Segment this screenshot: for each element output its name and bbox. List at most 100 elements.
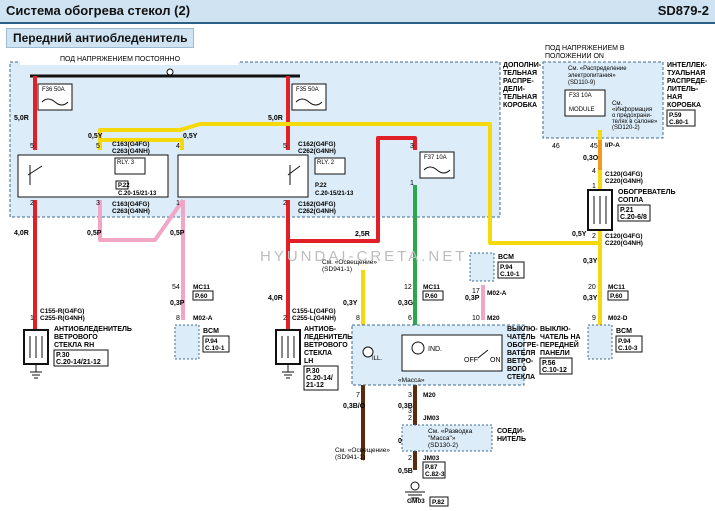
- svg-text:P.94: P.94: [500, 264, 513, 271]
- svg-text:8: 8: [176, 315, 180, 322]
- nozzle-heater: [587, 189, 613, 231]
- page-code: SD879-2: [657, 3, 709, 18]
- pin-numbers: 5 5 2 3 1 5 4 2 3 1 46 45 1 2 54 8 12 6 …: [30, 143, 598, 462]
- svg-text:GM03: GM03: [407, 498, 425, 505]
- svg-text:C120(G4FG): C120(G4FG): [605, 171, 643, 178]
- svg-text:ВЕТРО-: ВЕТРО-: [507, 358, 534, 365]
- svg-text:СОПЛА: СОПЛА: [618, 197, 643, 204]
- svg-text:0,5Y: 0,5Y: [183, 133, 198, 140]
- svg-text:1: 1: [30, 315, 34, 322]
- svg-text:ДЕЛИ-: ДЕЛИ-: [503, 86, 526, 93]
- svg-text:2: 2: [30, 200, 34, 207]
- svg-text:F36 50A: F36 50A: [42, 87, 65, 93]
- svg-text:46: 46: [552, 143, 560, 150]
- svg-text:P.60: P.60: [195, 293, 208, 300]
- svg-text:P.60: P.60: [610, 293, 623, 300]
- svg-text:0,5Y: 0,5Y: [88, 133, 103, 140]
- svg-text:P.94: P.94: [618, 338, 631, 345]
- svg-text:6: 6: [408, 315, 412, 322]
- svg-text:M02-A: M02-A: [193, 315, 213, 322]
- svg-text:P.22: P.22: [118, 183, 130, 189]
- svg-text:3: 3: [410, 143, 414, 150]
- svg-text:0,3G: 0,3G: [398, 300, 414, 307]
- wire-pink-1: [98, 198, 185, 242]
- svg-text:ВОГО: ВОГО: [507, 366, 527, 373]
- svg-text:электропитания»: электропитания»: [568, 73, 616, 79]
- svg-text:ВЫКЛЮ-: ВЫКЛЮ-: [507, 326, 538, 333]
- svg-text:MC11: MC11: [193, 284, 210, 291]
- svg-text:JM03: JM03: [423, 415, 440, 422]
- svg-text:P.56: P.56: [542, 360, 556, 367]
- deicer-lh-label: АНТИОБ- ЛЕДЕНИТЕЛЬ ВЕТРОВОГО СТЕКЛА LH P…: [303, 326, 352, 391]
- section-title: Передний антиобледенитель: [6, 28, 195, 48]
- svg-text:ЛИТЕЛЬ-: ЛИТЕЛЬ-: [667, 86, 699, 93]
- svg-text:ИНТЕЛЛЕК-: ИНТЕЛЛЕК-: [667, 62, 708, 69]
- svg-text:C.10-1: C.10-1: [205, 345, 225, 352]
- bus-node: [166, 68, 174, 76]
- svg-text:ТУАЛЬНАЯ: ТУАЛЬНАЯ: [667, 70, 705, 77]
- svg-text:КОРОБКА: КОРОБКА: [503, 102, 537, 109]
- svg-text:2: 2: [408, 415, 412, 422]
- svg-text:КОРОБКА: КОРОБКА: [667, 102, 701, 109]
- svg-text:(SD941-1): (SD941-1): [335, 454, 365, 461]
- svg-text:См. «Распределение: См. «Распределение: [568, 66, 627, 72]
- lighting-notes: См. «Освещение» (SD941-1) См. «Освещение…: [322, 259, 390, 461]
- nozzle-heater-label: ОБОГРЕВАТЕЛЬ СОПЛА P.21 C.20-6/8: [617, 189, 676, 222]
- svg-text:C120(G4FG): C120(G4FG): [605, 233, 643, 240]
- power-always-label: ПОД НАПРЯЖЕНИЕМ ПОСТОЯННО: [60, 56, 181, 63]
- svg-text:АНТИОБЛЕДЕНИТЕЛЬ: АНТИОБЛЕДЕНИТЕЛЬ: [54, 326, 132, 333]
- svg-text:7: 7: [356, 392, 360, 399]
- svg-text:C263(G4NH): C263(G4NH): [112, 148, 150, 155]
- svg-text:ВЕТРОВОГО: ВЕТРОВОГО: [54, 334, 98, 341]
- smart-junction-label: ИНТЕЛЛЕК- ТУАЛЬНАЯ РАСПРЕДЕ- ЛИТЕЛЬ- НАЯ…: [667, 62, 708, 109]
- wire-yellow-bridge: [98, 138, 184, 150]
- svg-text:20: 20: [588, 284, 596, 291]
- watermark: HYUNDAI-CRETA.NET: [260, 248, 467, 265]
- switch-label: ВЫКЛЮ- ЧАТЕЛЬ НА ПЕРЕДНЕЙ ПАНЕЛИ P.56 C.…: [539, 326, 581, 375]
- svg-text:0,5B: 0,5B: [398, 468, 413, 475]
- connector-refs: P.60 P.60 P.60 P.87 C.82-3 P.82: [192, 290, 629, 507]
- svg-text:5: 5: [30, 143, 34, 150]
- svg-text:(SD130-2): (SD130-2): [428, 442, 458, 449]
- svg-text:RLY. 3: RLY. 3: [117, 160, 135, 166]
- svg-text:См.: См.: [612, 101, 622, 107]
- fuse-f37: F37 10A: [419, 151, 455, 179]
- svg-text:P.30: P.30: [56, 352, 70, 359]
- svg-text:C.20-15/21-13: C.20-15/21-13: [118, 191, 157, 197]
- power-on-label-2: ПОЛОЖЕНИИ ON: [545, 53, 604, 60]
- power-on-label-1: ПОД НАПРЯЖЕНИЕМ В: [545, 45, 625, 52]
- svg-text:BCM: BCM: [498, 254, 514, 261]
- svg-text:F33 10A: F33 10A: [569, 93, 592, 99]
- svg-text:0,5P: 0,5P: [170, 230, 185, 237]
- svg-text:0,3O: 0,3O: [583, 155, 599, 162]
- svg-text:ДОПОЛНИ-: ДОПОЛНИ-: [503, 62, 542, 69]
- svg-text:C163(G4FG): C163(G4FG): [112, 201, 150, 208]
- fuse-f35: F35 50A: [291, 83, 327, 111]
- svg-text:См. «Разводка: См. «Разводка: [428, 428, 473, 435]
- svg-text:"Масса"»: "Масса"»: [428, 435, 456, 442]
- svg-text:ВАТЕЛЯ: ВАТЕЛЯ: [507, 350, 535, 357]
- wire-labels: 5,0R 5,0R 4,0R 4,0R 2,5R 0,5Y 0,5Y 0,5Y …: [14, 115, 599, 475]
- wires: [33, 76, 602, 470]
- svg-text:5,0R: 5,0R: [268, 115, 283, 122]
- svg-text:MC11: MC11: [608, 284, 625, 291]
- svg-text:C162(G4FG): C162(G4FG): [298, 201, 336, 208]
- svg-text:2,5R: 2,5R: [355, 231, 370, 238]
- svg-text:ТЕЛЬНАЯ: ТЕЛЬНАЯ: [503, 70, 537, 77]
- svg-text:4,0R: 4,0R: [268, 295, 283, 302]
- svg-text:M20: M20: [487, 315, 500, 322]
- ground-symbol: [405, 481, 425, 499]
- svg-text:2: 2: [408, 455, 412, 462]
- svg-text:10: 10: [472, 315, 480, 322]
- svg-text:8: 8: [356, 315, 360, 322]
- relay-2: RLY. 2 P.22 C.20-15/21-13: [177, 154, 354, 198]
- svg-text:ОБОГРЕВАТЕЛЬ: ОБОГРЕВАТЕЛЬ: [618, 189, 676, 196]
- svg-text:ОБОГРЕ-: ОБОГРЕ-: [507, 342, 539, 349]
- svg-text:«Информация: «Информация: [612, 107, 652, 113]
- svg-text:См. «Освещение»: См. «Освещение»: [322, 259, 377, 266]
- svg-text:(SD110-9): (SD110-9): [568, 80, 595, 86]
- svg-text:«Масса»: «Масса»: [398, 377, 425, 384]
- svg-text:5: 5: [283, 143, 287, 150]
- svg-text:C155-R(G4FG): C155-R(G4FG): [40, 308, 84, 315]
